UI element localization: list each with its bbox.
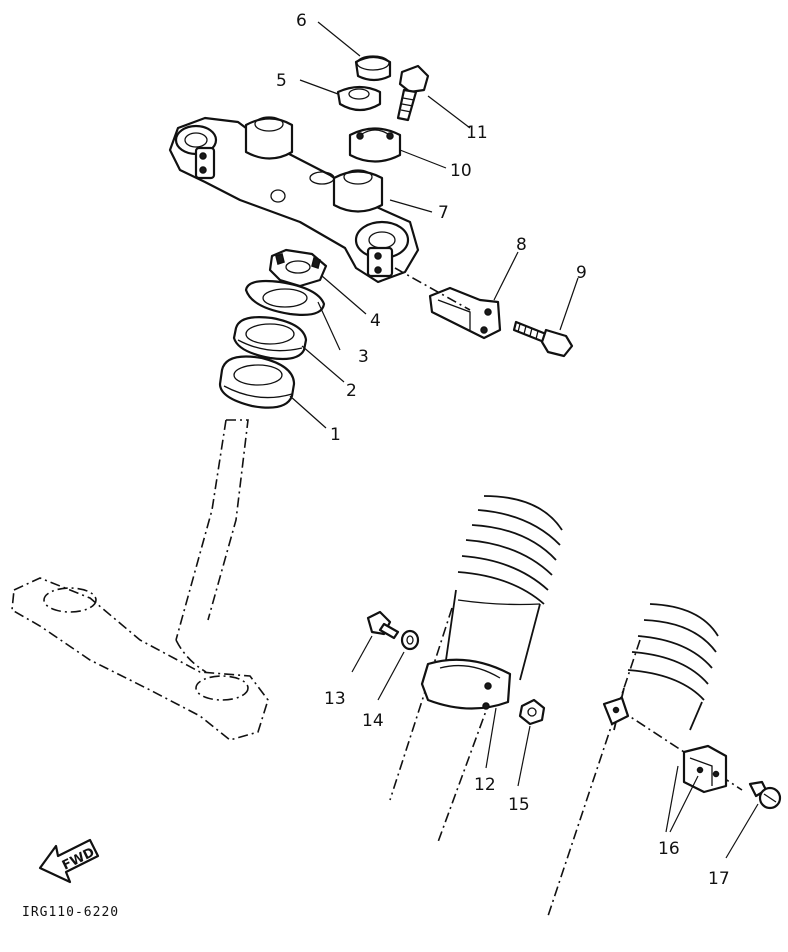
drawing-code: IRG110-6220 (22, 905, 119, 920)
forward-arrow: FWD (38, 838, 100, 884)
callout-1: 1 (330, 425, 341, 445)
under-bracket-outline (11, 419, 269, 741)
guide-16 (682, 744, 728, 794)
callout-16: 16 (658, 839, 680, 859)
callout-8: 8 (516, 235, 527, 255)
fork-clamp-12 (420, 658, 512, 710)
bearing-2 (232, 316, 308, 361)
callout-6: 6 (296, 11, 307, 31)
callout-11: 11 (466, 123, 488, 143)
upper-bracket (168, 116, 420, 284)
callout-13: 13 (324, 689, 346, 709)
callout-14: 14 (362, 711, 384, 731)
cover-3 (244, 279, 326, 316)
callout-10: 10 (450, 161, 472, 181)
callout-5: 5 (276, 71, 287, 91)
bearing-1 (218, 355, 296, 409)
callout-9: 9 (576, 263, 587, 283)
fork-tube-left (445, 495, 563, 681)
bolt-13 (366, 610, 400, 640)
assembly-center-lines (389, 267, 743, 917)
fork-tube-right (602, 603, 719, 731)
ring-nut-4 (268, 248, 328, 288)
leader-lines (289, 21, 759, 859)
nut-15 (518, 698, 546, 726)
bolt-11 (396, 64, 430, 122)
callout-15: 15 (508, 795, 530, 815)
upper-handlebar-holder (348, 127, 402, 163)
cap-6 (354, 55, 392, 82)
bracket-8 (428, 286, 502, 340)
callout-7: 7 (438, 203, 449, 223)
callout-4: 4 (370, 311, 381, 331)
callout-3: 3 (358, 347, 369, 367)
callout-17: 17 (708, 869, 730, 889)
screw-17 (748, 780, 782, 810)
callout-2: 2 (346, 381, 357, 401)
washer-14 (400, 629, 420, 651)
callout-12: 12 (474, 775, 496, 795)
bolt-9 (512, 320, 574, 358)
washer-5 (336, 85, 382, 112)
